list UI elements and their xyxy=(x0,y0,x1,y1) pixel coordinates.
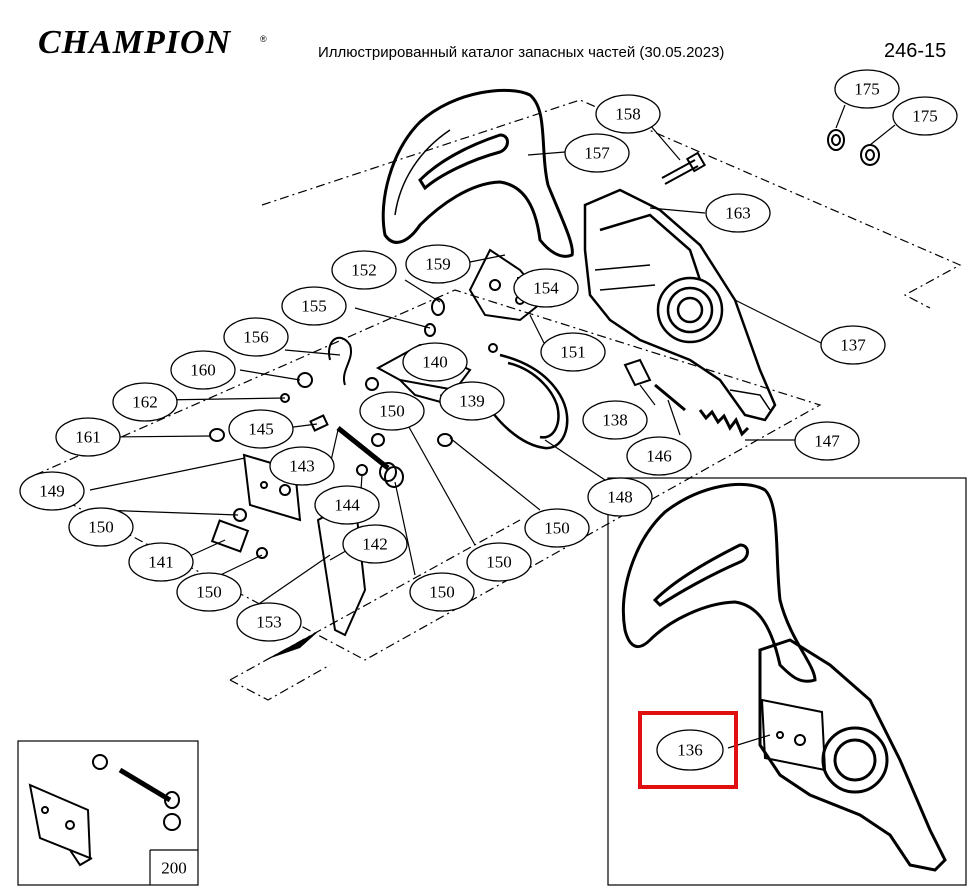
callout-142 xyxy=(342,524,408,564)
clutch-cover-part xyxy=(583,188,777,422)
label-150a: 150 xyxy=(379,402,405,421)
compression-spring-part xyxy=(698,409,750,437)
callout-138 xyxy=(582,400,648,440)
brand-logo: CHAMPION xyxy=(38,24,232,61)
label-146: 146 xyxy=(646,447,672,466)
label-155: 155 xyxy=(301,297,327,316)
callout-150b xyxy=(524,508,590,548)
callout-175b xyxy=(892,96,958,136)
callout-175a xyxy=(834,69,900,109)
label-140: 140 xyxy=(422,353,448,372)
callout-139 xyxy=(439,381,505,421)
catalog-title: Иллюстрированный каталог запасных частей… xyxy=(318,44,725,61)
label-150f: 150 xyxy=(429,583,455,602)
label-142: 142 xyxy=(362,535,388,554)
inset-assembly-drawing xyxy=(621,482,947,872)
callout-144 xyxy=(314,485,380,525)
inset-200-parts xyxy=(28,754,181,867)
callout-136 xyxy=(656,729,724,771)
callout-159 xyxy=(405,244,471,284)
highlight-box xyxy=(638,711,738,789)
label-139: 139 xyxy=(459,392,485,411)
callout-152 xyxy=(331,250,397,290)
callout-143 xyxy=(269,446,335,486)
callout-162 xyxy=(112,382,178,422)
callout-154 xyxy=(513,268,579,308)
callout-160 xyxy=(170,350,236,390)
label-144: 144 xyxy=(334,496,360,515)
brake-band-part xyxy=(483,353,569,450)
callout-140 xyxy=(402,342,468,382)
callout-150d xyxy=(466,542,532,582)
label-162: 162 xyxy=(132,393,158,412)
label-150e: 150 xyxy=(196,583,222,602)
callout-labels: 175 175 158 157 163 152 159 154 155 151 … xyxy=(39,80,938,878)
callout-161 xyxy=(55,417,121,457)
callout-bubbles xyxy=(19,69,958,771)
callout-156 xyxy=(223,317,289,357)
label-163: 163 xyxy=(725,204,751,223)
callout-151 xyxy=(540,332,606,372)
spring-part xyxy=(328,336,353,386)
label-157: 157 xyxy=(584,144,610,163)
callout-157 xyxy=(564,133,630,173)
callout-158 xyxy=(595,94,661,134)
direction-arrow-icon xyxy=(265,630,320,660)
label-175b: 175 xyxy=(912,107,938,126)
label-161: 161 xyxy=(75,428,101,447)
guide-plate-part xyxy=(210,519,250,553)
callout-150c xyxy=(68,507,134,547)
label-143: 143 xyxy=(289,457,315,476)
label-158: 158 xyxy=(615,105,641,124)
label-149: 149 xyxy=(39,482,65,501)
callout-148 xyxy=(587,477,653,517)
label-141: 141 xyxy=(148,553,174,572)
hand-guard-part xyxy=(381,88,574,258)
label-138: 138 xyxy=(602,411,628,430)
inset-frame-200 xyxy=(17,740,199,886)
callout-146 xyxy=(626,436,692,476)
callout-137 xyxy=(820,325,886,365)
callout-153 xyxy=(236,602,302,642)
label-154: 154 xyxy=(533,279,559,298)
page-number: 246-15 xyxy=(884,40,947,62)
label-152: 152 xyxy=(351,261,377,280)
callout-145 xyxy=(228,409,294,449)
registered-mark: ® xyxy=(260,34,267,44)
callout-147 xyxy=(794,421,860,461)
label-136: 136 xyxy=(677,741,703,760)
callout-leader-lines xyxy=(89,104,896,749)
label-150d: 150 xyxy=(486,553,512,572)
label-159: 159 xyxy=(425,255,451,274)
label-147: 147 xyxy=(814,432,840,451)
label-137: 137 xyxy=(840,336,866,355)
callout-141 xyxy=(128,542,194,582)
callout-150e xyxy=(176,572,242,612)
callout-155 xyxy=(281,286,347,326)
label-153: 153 xyxy=(256,613,282,632)
label-156: 156 xyxy=(243,328,269,347)
label-151: 151 xyxy=(560,343,586,362)
label-160: 160 xyxy=(190,361,216,380)
label-175a: 175 xyxy=(854,80,880,99)
label-148: 148 xyxy=(607,488,633,507)
bolt-part xyxy=(661,151,707,185)
label-150b: 150 xyxy=(544,519,570,538)
assembly-dashed-outlines xyxy=(34,99,962,701)
inset-frame-136 xyxy=(607,477,967,886)
label-150c: 150 xyxy=(88,518,114,537)
label-200: 200 xyxy=(161,859,187,878)
callout-150a xyxy=(359,391,425,431)
callout-149 xyxy=(19,471,85,511)
callout-150f xyxy=(409,572,475,612)
label-145: 145 xyxy=(248,420,274,439)
nut-part xyxy=(827,129,880,166)
callout-163 xyxy=(705,193,771,233)
